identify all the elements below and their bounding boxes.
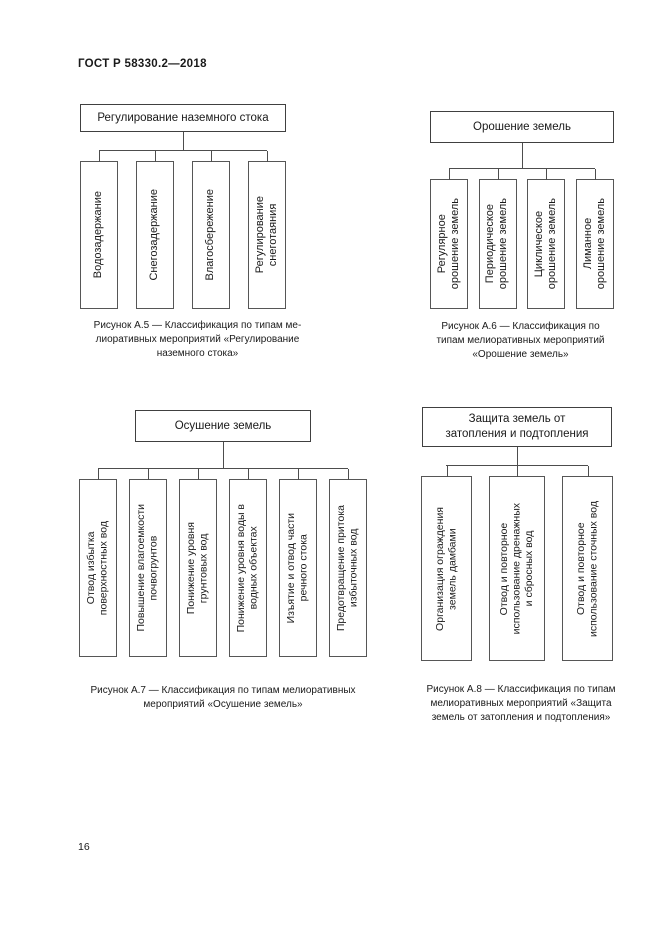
node-box: Водозадержание <box>80 151 118 309</box>
document-header: ГОСТ Р 58330.2—2018 <box>78 58 207 70</box>
node-box: Понижение уровня грунтовых вод <box>179 469 217 657</box>
node-label: Отвод избытка поверхностных вод <box>85 520 110 616</box>
connector-line <box>99 150 267 151</box>
node-label: Отвод и повторное использование дренажны… <box>498 502 536 635</box>
diagram-a6-root-node: Орошение земель <box>430 111 614 143</box>
node-label: Снегозадержание <box>148 189 161 281</box>
node-label: Периодическое орошение земель <box>484 198 510 290</box>
connector-line <box>98 468 348 469</box>
diagram-a7-children: Отвод избытка поверхностных вод Повышени… <box>79 469 367 657</box>
connector-line <box>449 168 595 169</box>
node-box: Изъятие и отвод части речного стока <box>279 469 317 657</box>
connector-line <box>521 143 523 168</box>
diagram-a5: Регулирование наземного стока Водозадерж… <box>80 104 286 309</box>
node-label: Понижение уровня воды в водных объектах <box>235 503 260 633</box>
diagram-a6: Орошение земель Регулярное орошение земе… <box>430 111 614 309</box>
node-box: Регулярное орошение земель <box>430 169 468 309</box>
node-box: Отвод и повторное использование дренажны… <box>489 466 545 661</box>
node-box: Предотвращение притока избыточных вод <box>329 469 367 657</box>
node-box: Лиманное орошение земель <box>575 169 614 309</box>
connector-line <box>182 132 184 150</box>
node-label: Предотвращение притока избыточных вод <box>335 504 360 632</box>
node-box: Организация ограждения земель дамбами <box>421 466 472 661</box>
diagram-a8-root-node: Защита земель от затопления и подтоплени… <box>422 407 612 447</box>
node-label: Изъятие и отвод части речного стока <box>285 512 310 624</box>
connector-line <box>222 442 224 468</box>
connector-line <box>516 447 518 465</box>
node-label: Влагосбережение <box>204 189 217 281</box>
diagram-a7-root-node: Осушение земель <box>135 410 311 442</box>
node-label: Циклическое орошение земель <box>533 198 559 290</box>
node-label: Регулирование снеготаяния <box>253 196 279 274</box>
node-label: Регулярное орошение земель <box>435 198 461 290</box>
diagram-a8-children: Организация ограждения земель дамбами От… <box>421 466 613 661</box>
node-box: Циклическое орошение земель <box>527 169 566 309</box>
node-box: Периодическое орошение земель <box>478 169 517 309</box>
node-label: Понижение уровня грунтовых вод <box>185 521 210 615</box>
node-box: Повышение влагоемкости почвогрунтов <box>129 469 167 657</box>
node-box: Понижение уровня воды в водных объектах <box>229 469 267 657</box>
diagram-a5-children: Водозадержание Снегозадержание Влагосбер… <box>80 151 286 309</box>
node-label: Лиманное орошение земель <box>581 198 607 290</box>
diagram-a6-children: Регулярное орошение земель Периодическое… <box>430 169 614 309</box>
node-label: Повышение влагоемкости почвогрунтов <box>135 504 160 632</box>
diagram-a7: Осушение земель Отвод избытка поверхност… <box>79 410 367 657</box>
diagram-a5-root-node: Регулирование наземного стока <box>80 104 286 132</box>
node-box: Регулирование снеготаяния <box>248 151 286 309</box>
node-label: Отвод и повторное использование сточных … <box>574 500 600 637</box>
node-label: Водозадержание <box>92 191 105 279</box>
diagram-a8: Защита земель от затопления и подтоплени… <box>421 407 613 661</box>
figure-caption-a7: Рисунок А.7 — Классификация по типам мел… <box>90 685 356 710</box>
node-box: Снегозадержание <box>136 151 174 309</box>
figure-caption-a6: Рисунок А.6 — Классификация по типам мел… <box>436 321 605 360</box>
node-box: Отвод избытка поверхностных вод <box>79 469 117 657</box>
page-number: 16 <box>78 841 90 853</box>
node-box: Отвод и повторное использование сточных … <box>562 466 613 661</box>
node-box: Влагосбережение <box>192 151 230 309</box>
figure-caption-a5: Рисунок А.5 — Классификация по типам ме-… <box>93 320 302 359</box>
figure-caption-a8: Рисунок А.8 — Классификация по типам мел… <box>426 684 616 723</box>
connector-line <box>446 465 588 466</box>
node-label: Организация ограждения земель дамбами <box>433 506 459 631</box>
